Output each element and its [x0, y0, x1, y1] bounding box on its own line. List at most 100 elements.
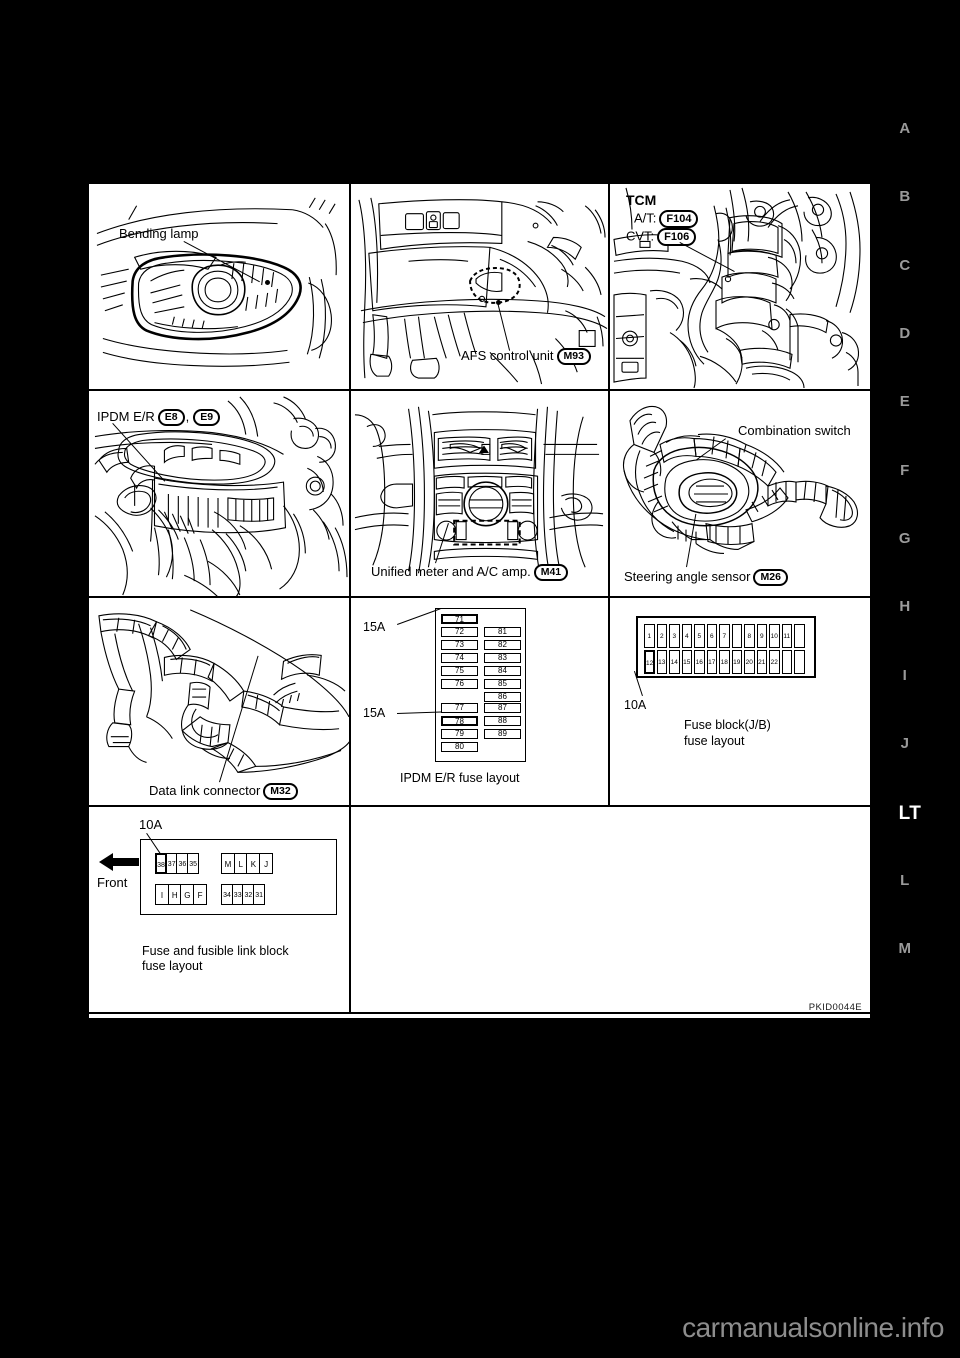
- tcm-illustration: [610, 184, 870, 389]
- ffl-fuse-slot-35[interactable]: 35: [187, 853, 200, 874]
- ffl-fuse-slot-f[interactable]: F: [193, 884, 208, 905]
- ipdm-fuse-87[interactable]: 87: [484, 703, 521, 713]
- ffl-fuse-callout: 10A: [139, 817, 163, 832]
- ffl-fuse-slot-31[interactable]: 31: [253, 884, 266, 905]
- jb-fuse-callout: 10A: [624, 698, 647, 712]
- panel-unified-meter-ac-amp: Unified meter and A/C amp.M41: [351, 391, 610, 598]
- section-tab-j[interactable]: J: [900, 735, 910, 752]
- jb-fuse-slot-12[interactable]: 12: [644, 650, 655, 674]
- ffl-fuse-layout-caption-line1: Fuse and fusible link block: [142, 944, 289, 958]
- ipdm-fuse-80[interactable]: 80: [441, 742, 478, 752]
- ipdm-fuse-79[interactable]: 79: [441, 729, 478, 739]
- bending-lamp-label: Bending lamp: [119, 226, 199, 241]
- panel-ipdm-fuse-layout: 71 72 73 74 75 76 77 78 79 80 81 82 83 8…: [351, 598, 610, 807]
- jb-fuse-slot-13[interactable]: 13: [656, 650, 667, 674]
- ipdm-fuse-82[interactable]: 82: [484, 640, 521, 650]
- ipdm-fuse-85[interactable]: 85: [484, 679, 521, 689]
- jb-fuse-slot-3[interactable]: 3: [669, 624, 680, 648]
- section-tab-lt[interactable]: LT: [898, 803, 922, 825]
- section-tab-f[interactable]: F: [900, 461, 910, 479]
- jb-fuse-slot-empty: [731, 624, 742, 648]
- section-tab-m[interactable]: M: [898, 940, 912, 957]
- jb-fuse-slot-20[interactable]: 20: [744, 650, 755, 674]
- ipdm-fuse-83[interactable]: 83: [484, 653, 521, 663]
- ipdm-fuse-72[interactable]: 72: [441, 627, 478, 637]
- site-watermark: carmanualsonline.info: [682, 1312, 944, 1343]
- data-link-connector-illustration: [89, 598, 349, 805]
- ipdm-fuse-76[interactable]: 76: [441, 679, 478, 689]
- jb-fuse-slot-15[interactable]: 15: [681, 650, 692, 674]
- ipdm-fuse-78[interactable]: 78: [441, 716, 478, 726]
- ipdm-fuse-callout-top: 15A: [363, 620, 386, 634]
- section-tab-i[interactable]: I: [902, 666, 908, 684]
- section-tab-d[interactable]: D: [899, 325, 911, 342]
- ffl-fuse-slot-g[interactable]: G: [180, 884, 195, 905]
- tcm-title: TCM: [626, 192, 657, 208]
- jb-fuse-slot-empty: [794, 650, 805, 674]
- combination-switch-illustration: [610, 391, 870, 596]
- jb-fuse-slot-7[interactable]: 7: [719, 624, 730, 648]
- section-tab-h[interactable]: H: [899, 598, 911, 616]
- afs-connector-pill: M93: [556, 348, 591, 366]
- jb-fuse-slot-4[interactable]: 4: [681, 624, 692, 648]
- jb-fuse-slot-1[interactable]: 1: [644, 624, 655, 648]
- ipdm-fuse-81[interactable]: 81: [484, 627, 521, 637]
- jb-fuse-slot-5[interactable]: 5: [694, 624, 705, 648]
- ipdm-fuse-89[interactable]: 89: [484, 729, 521, 739]
- ffl-fuse-slot-i[interactable]: I: [155, 884, 169, 905]
- ipdm-fuse-73[interactable]: 73: [441, 640, 478, 650]
- ipdm-fuse-74[interactable]: 74: [441, 653, 478, 663]
- jb-fuse-slot-14[interactable]: 14: [669, 650, 680, 674]
- jb-fuse-slot-6[interactable]: 6: [706, 624, 717, 648]
- ipdm-fuse-88[interactable]: 88: [484, 716, 521, 726]
- jb-fuse-slot-17[interactable]: 17: [706, 650, 717, 674]
- front-label: Front: [97, 875, 128, 890]
- bending-lamp-point: [265, 280, 270, 285]
- ipdm-fuse-75[interactable]: 75: [441, 666, 478, 676]
- jb-fuse-slot-9[interactable]: 9: [756, 624, 767, 648]
- component-location-figure: Bending lamp: [86, 181, 873, 1021]
- ipdm-fuse-callout-bottom: 15A: [363, 706, 386, 720]
- jb-fuse-slot-21[interactable]: 21: [756, 650, 767, 674]
- jb-fuse-slot-18[interactable]: 18: [719, 650, 730, 674]
- jb-fuse-slot-11[interactable]: 11: [781, 624, 792, 648]
- jb-fuse-slot-19[interactable]: 19: [731, 650, 742, 674]
- ipdm-er-illustration: [89, 391, 349, 596]
- ipdm-fuse-86[interactable]: 86: [484, 692, 521, 702]
- jb-fuse-slot-empty: [794, 624, 805, 648]
- section-tab-l[interactable]: L: [900, 871, 910, 889]
- section-tab-g[interactable]: G: [898, 530, 912, 547]
- ipdm-fuse-84[interactable]: 84: [484, 666, 521, 676]
- section-tab-rail: A B C D E F G H I J LT L M: [884, 120, 944, 970]
- ffl-fuse-slot-j[interactable]: J: [259, 853, 274, 874]
- section-tab-e[interactable]: E: [899, 393, 911, 411]
- panel-empty: [351, 807, 870, 1014]
- tcm-cvt-connector-pill: F106: [657, 228, 697, 246]
- panel-combination-switch: Combination switch Steering angle sensor…: [610, 391, 870, 598]
- jb-fuse-slot-2[interactable]: 2: [656, 624, 667, 648]
- section-tab-b[interactable]: B: [899, 188, 911, 206]
- afs-control-unit-illustration: [351, 184, 608, 389]
- jb-fuse-slot-empty: [781, 650, 792, 674]
- ipdm-fuse-77[interactable]: 77: [441, 703, 478, 713]
- jb-fuse-slot-22[interactable]: 22: [769, 650, 780, 674]
- jb-fuse-slot-8[interactable]: 8: [744, 624, 755, 648]
- jb-fuse-slot-10[interactable]: 10: [769, 624, 780, 648]
- ipdm-fuse-71[interactable]: 71: [441, 614, 478, 624]
- ffl-fuse-slot-38[interactable]: 38: [155, 853, 167, 874]
- jb-fuse-slot-16[interactable]: 16: [694, 650, 705, 674]
- section-tab-a[interactable]: A: [899, 120, 911, 137]
- ffl-fuse-slot-36[interactable]: 36: [176, 853, 189, 874]
- front-direction-arrow: [99, 853, 139, 871]
- section-tab-c[interactable]: C: [899, 256, 911, 274]
